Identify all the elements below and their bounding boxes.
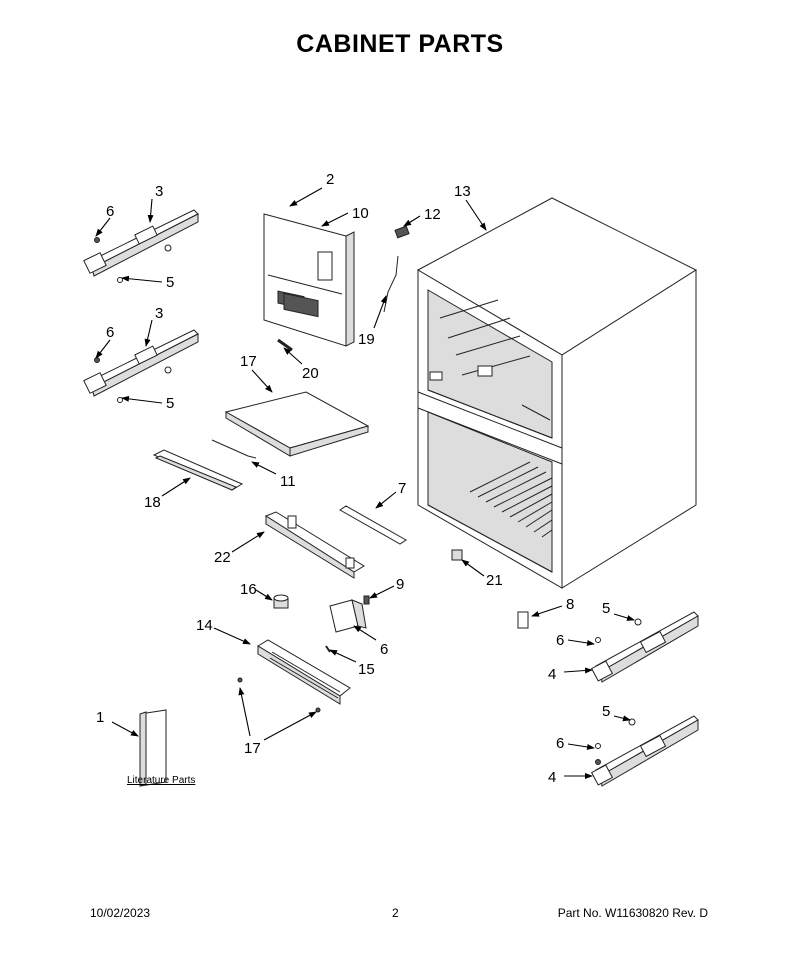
callout-8: 8 (566, 596, 574, 613)
callout-18: 16 (240, 581, 257, 598)
grille-bracket (264, 511, 365, 579)
footer-page-number: 2 (392, 906, 399, 920)
footer-part-number: Part No. W11630820 Rev. D (557, 906, 708, 920)
callout-3-lower: 3 (155, 305, 163, 322)
knob (273, 594, 289, 609)
screw-9 (363, 595, 370, 605)
callout-14: 6 (380, 641, 388, 658)
callout-3-upper: 3 (155, 183, 163, 200)
callout-24: 22 (214, 549, 231, 566)
wire-harness (383, 255, 399, 313)
page-title: CABINET PARTS (296, 30, 504, 58)
bracket-23 (451, 549, 463, 561)
callout-1: 1 (96, 709, 104, 726)
callout-20: 18 (144, 494, 161, 511)
callout-22: 20 (302, 365, 319, 382)
refrigerator-cabinet (416, 197, 698, 589)
drawer-rail-lower-left (83, 329, 199, 403)
shelf-wire (211, 439, 257, 459)
callout-12: 12 (424, 206, 441, 223)
callout-10: 10 (352, 205, 369, 222)
drawer-rail-upper-left (83, 209, 199, 283)
light-module (517, 611, 529, 629)
callout-numbers: 2 3 6 5 10 12 13 3 6 5 19 20 17 11 18 7 … (96, 171, 610, 786)
callout-11: 11 (280, 473, 296, 490)
footer-date: 10/02/2023 (90, 906, 151, 920)
literature-booklet (139, 709, 167, 787)
shelf-glass (224, 391, 370, 457)
callout-6-lower: 6 (106, 324, 114, 341)
drawer-rail-lower-right (590, 715, 699, 787)
toe-grille (257, 639, 351, 705)
callout-5-upper: 5 (166, 274, 174, 291)
leader-lines (95, 187, 635, 779)
lens-tray (152, 449, 244, 491)
callout-19: 17 (240, 353, 257, 370)
callout-6-upper: 6 (106, 203, 114, 220)
callout-5-right-upper: 5 (602, 600, 610, 617)
callout-13: 13 (454, 183, 471, 200)
callout-4-lower: 4 (548, 769, 556, 786)
connector-bracket (394, 225, 410, 239)
callout-21: 19 (358, 331, 375, 348)
screw-15 (325, 645, 331, 653)
drawer-rail-upper-right (590, 611, 699, 683)
callout-16: 14 (196, 617, 213, 634)
support-rod (339, 505, 407, 545)
callout-23: 21 (486, 572, 503, 589)
callout-9: 9 (396, 576, 404, 593)
callout-6-right-lower-label: 6 (556, 735, 564, 752)
damper-housing (329, 599, 367, 633)
callout-6-right-upper: 6 (556, 632, 564, 649)
callout-7: 7 (398, 480, 406, 497)
callout-15: 15 (358, 661, 375, 678)
screw-17b (315, 707, 321, 713)
screw-17a (237, 677, 243, 683)
callout-2: 2 (326, 171, 334, 188)
literature-parts-label: Literature Parts (127, 775, 195, 786)
control-cover-panel (263, 213, 355, 347)
callout-5-lower: 5 (166, 395, 174, 412)
callout-4-upper: 4 (548, 666, 556, 683)
callout-17-label: 17 (244, 740, 261, 757)
callout-5-right-lower: 5 (602, 703, 610, 720)
